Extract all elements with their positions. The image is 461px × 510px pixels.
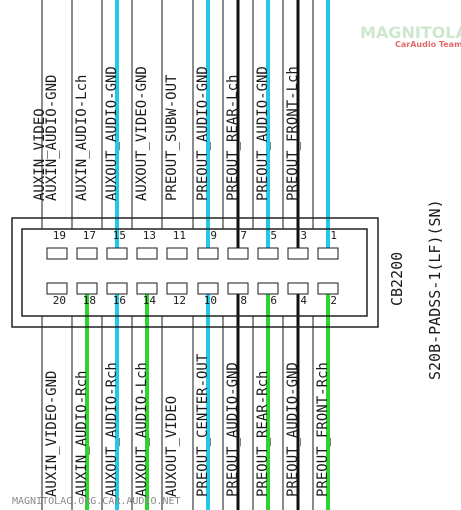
connector-body: [11, 217, 379, 328]
watermark-text: MAGNITOLAC.ORG.CAR.AUDIO.NET: [12, 496, 181, 507]
bottom-pin-number: 8: [240, 294, 247, 307]
bottom-pin-number: 14: [143, 294, 157, 307]
top-pin-number: 11: [173, 229, 186, 242]
top-signal-label: PREOUT_FRONT-Lch: [285, 66, 301, 201]
top-pin-number: 19: [53, 229, 66, 242]
bottom-signal-label: PREOUT_CENTER-OUT: [195, 353, 211, 497]
top-pin-number: 5: [270, 229, 277, 242]
top-pin-5: [257, 247, 279, 260]
top-pin-11: [166, 247, 188, 260]
top-signal-label: AUXOUT_AUDIO-GND: [104, 66, 120, 201]
top-pin-1: [317, 247, 339, 260]
bottom-pin-4: [287, 282, 309, 295]
bottom-signal-label: AUXIN_AUDIO-Rch: [74, 371, 90, 497]
connector-code: CB2200: [388, 252, 406, 306]
bottom-pin-number: 12: [173, 294, 186, 307]
bottom-pin-14: [136, 282, 158, 295]
bottom-pin-10: [197, 282, 219, 295]
bottom-signal-label: AUXIN_VIDEO-GND: [44, 371, 60, 497]
bottom-pin-8: [227, 282, 249, 295]
top-signal-label: PREOUT_REAR-Lch: [225, 75, 241, 201]
top-pin-9: [197, 247, 219, 260]
bottom-signal-label: AUXOUT_AUDIO-Rch: [104, 362, 120, 497]
bottom-signal-label: PREOUT_AUDIO-GND: [285, 362, 301, 497]
bottom-signal-label: PREOUT_REAR-Rch: [255, 371, 271, 497]
top-pin-13: [136, 247, 158, 260]
bottom-signal-label: AUXOUT_AUDIO-Lch: [134, 362, 150, 497]
bottom-pin-18: [76, 282, 98, 295]
bottom-pin-number: 4: [300, 294, 307, 307]
top-pin-number: 7: [240, 229, 247, 242]
bottom-pin-number: 16: [113, 294, 126, 307]
bottom-pin-2: [317, 282, 339, 295]
bottom-pin-12: [166, 282, 188, 295]
bottom-signal-label: PREOUT_FRONT-Rch: [315, 362, 331, 497]
top-pin-15: [106, 247, 128, 260]
connector-shell: [11, 217, 379, 328]
top-signal-label: PREOUT_SUBW-OUT: [164, 74, 180, 201]
top-pin-number: 17: [83, 229, 96, 242]
top-signal-label: AUXOUT_VIDEO-GND: [134, 66, 150, 201]
top-pin-17: [76, 247, 98, 260]
pin-layer: 19 17 15 13 11 9 7 5 3 1 20 18 16 14 12 10 8 6 4 2: [46, 229, 339, 307]
bottom-signal-label: AUXOUT_VIDEO: [164, 396, 180, 497]
top-pin-19: [46, 247, 68, 260]
top-pin-number: 15: [113, 229, 126, 242]
bottom-pin-16: [106, 282, 128, 295]
top-signal-label: AUXIN_AUDIO-GND: [44, 75, 60, 201]
bottom-pin-number: 18: [83, 294, 96, 307]
top-signal-label: AUXIN_AUDIO-Lch: [74, 75, 90, 201]
brand-logo: MAGNITOLA CarAudio Team: [360, 23, 461, 49]
brand-subtitle: CarAudio Team: [395, 40, 461, 49]
connector-part-number: S20B-PADSS-1(LF)(SN): [426, 199, 444, 380]
top-signal-label: PREOUT_AUDIO-GND: [195, 66, 211, 201]
bottom-pin-20: [46, 282, 68, 295]
top-signal-label: PREOUT_AUDIO-GND: [255, 66, 271, 201]
top-pin-7: [227, 247, 249, 260]
bottom-pin-6: [257, 282, 279, 295]
bottom-pin-number: 2: [330, 294, 337, 307]
bottom-signal-label: PREOUT_AUDIO-GND: [225, 362, 241, 497]
top-pin-3: [287, 247, 309, 260]
top-extra-signal-label: AUXIN_VIDEO: [32, 108, 48, 201]
top-pin-number: 9: [210, 229, 217, 242]
top-pin-number: 1: [330, 229, 337, 242]
bottom-pin-number: 10: [204, 294, 217, 307]
wire-layer: [41, 0, 330, 510]
bottom-pin-number: 6: [270, 294, 277, 307]
bottom-pin-number: 20: [53, 294, 66, 307]
top-pin-number: 3: [300, 229, 307, 242]
brand-name: MAGNITOLA: [360, 23, 461, 42]
top-pin-number: 13: [143, 229, 156, 242]
